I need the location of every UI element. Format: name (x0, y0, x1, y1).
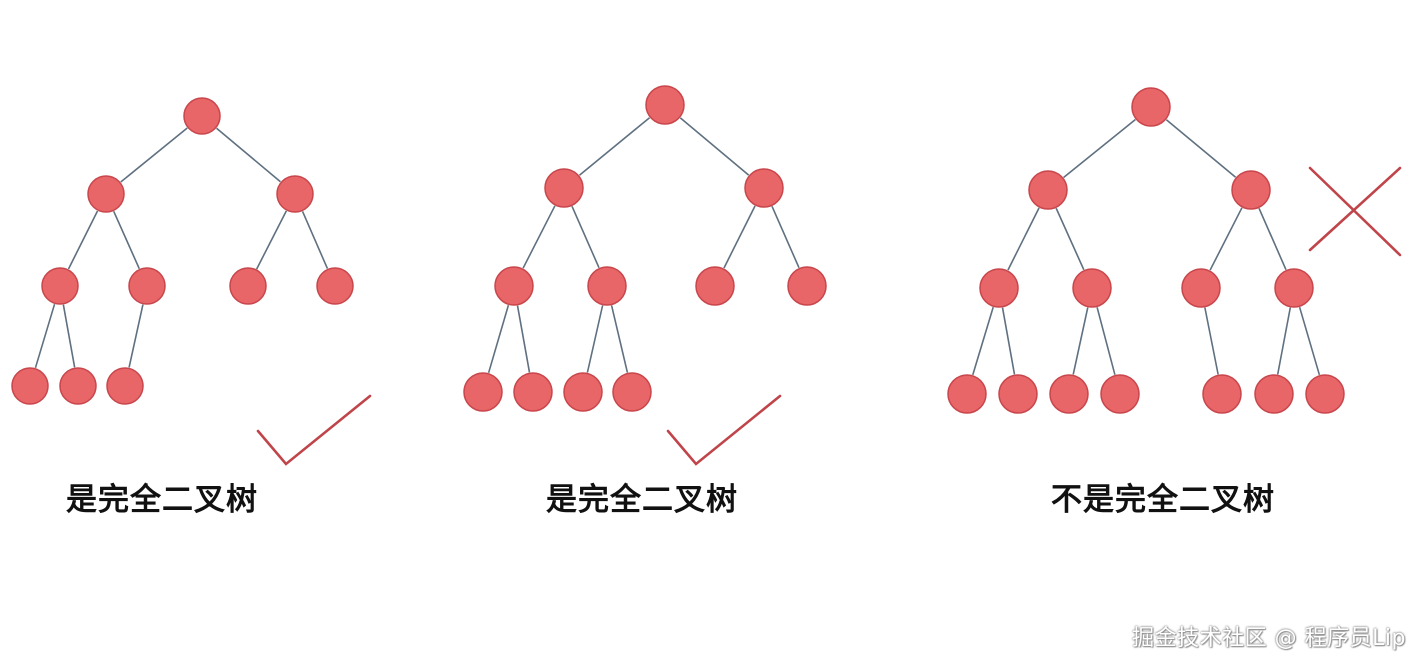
tree-node (1305, 374, 1345, 414)
tree-node (947, 374, 987, 414)
tree-node (1231, 170, 1271, 210)
tree-edge (62, 304, 76, 368)
tree-nodes (11, 97, 354, 405)
tree-node (1274, 268, 1314, 308)
tree-edge (571, 205, 600, 269)
tree-edge (679, 117, 750, 176)
tree-edge (255, 210, 288, 270)
tree-edge (487, 304, 510, 374)
caption-tree-3: 不是完全二叉树 (1051, 482, 1275, 518)
tree-node (128, 267, 166, 305)
tree-edge (522, 205, 556, 269)
tree-node (645, 85, 685, 125)
tree-nodes (463, 85, 827, 412)
tree-edge (301, 211, 329, 269)
tree-edges (972, 118, 1321, 376)
tree-edge (128, 304, 144, 368)
tree-node (1028, 170, 1068, 210)
tree-edge (1055, 207, 1085, 271)
tree-node (587, 266, 627, 306)
tree-edge (1072, 307, 1089, 375)
tree-edges (487, 117, 800, 374)
tree-edge (723, 205, 756, 269)
tree-edge (1007, 207, 1040, 271)
tree-node (744, 168, 784, 208)
incomplete-tree-example (947, 87, 1402, 414)
tree-edge (771, 205, 800, 269)
cross-stroke (1308, 166, 1402, 257)
complete-tree-example-1 (11, 97, 372, 466)
complete-tree-example-2 (463, 85, 827, 466)
tree-edge (1204, 307, 1219, 375)
tree-node (1254, 374, 1294, 414)
tree-node (1100, 374, 1140, 414)
tree-edge (586, 305, 604, 373)
tree-node (11, 367, 49, 405)
check-icon (666, 394, 782, 466)
tree-edge (516, 305, 531, 373)
tree-node (316, 267, 354, 305)
tree-edge (1096, 307, 1116, 375)
tree-node (787, 266, 827, 306)
tree-node (276, 175, 314, 213)
tree-node (695, 266, 735, 306)
tree-node (544, 168, 584, 208)
tree-node (41, 267, 79, 305)
tree-edge (113, 211, 140, 269)
caption-tree-2: 是完全二叉树 (546, 482, 738, 518)
tree-edge (1258, 207, 1287, 271)
tree-node (1131, 87, 1171, 127)
tree-node (229, 267, 267, 305)
tree-edge (1298, 306, 1321, 376)
tree-edge (120, 127, 188, 183)
cross-icon (1308, 166, 1402, 257)
tree-node (998, 374, 1038, 414)
tree-node (59, 367, 97, 405)
tree-edge (34, 303, 56, 369)
tree-edge (1276, 307, 1292, 375)
tree-node (183, 97, 221, 135)
tree-edges (34, 127, 329, 369)
tree-edge (972, 306, 994, 376)
tree-node (1181, 268, 1221, 308)
tree-edge (1063, 118, 1136, 179)
tree-node (1202, 374, 1242, 414)
tree-edge (67, 210, 99, 270)
caption-tree-1: 是完全二叉树 (66, 482, 258, 518)
tree-node (1072, 268, 1112, 308)
tree-edge (1001, 307, 1016, 375)
tree-nodes (947, 87, 1345, 414)
tree-node (87, 175, 125, 213)
tree-node (494, 266, 534, 306)
tree-edge (1209, 207, 1243, 271)
tree-node (106, 367, 144, 405)
tree-node (563, 372, 603, 412)
tree-edge (578, 117, 651, 176)
tree-node (1049, 374, 1089, 414)
tree-node (612, 372, 652, 412)
tree-node (513, 372, 553, 412)
tree-node (979, 268, 1019, 308)
tree-node (463, 372, 503, 412)
cross-stroke (1308, 166, 1402, 252)
tree-edge (610, 305, 629, 373)
check-icon (256, 394, 372, 466)
tree-edge (1165, 119, 1237, 178)
watermark: 掘金技术社区 @ 程序员Lip (1132, 626, 1406, 651)
tree-edge (216, 127, 281, 183)
